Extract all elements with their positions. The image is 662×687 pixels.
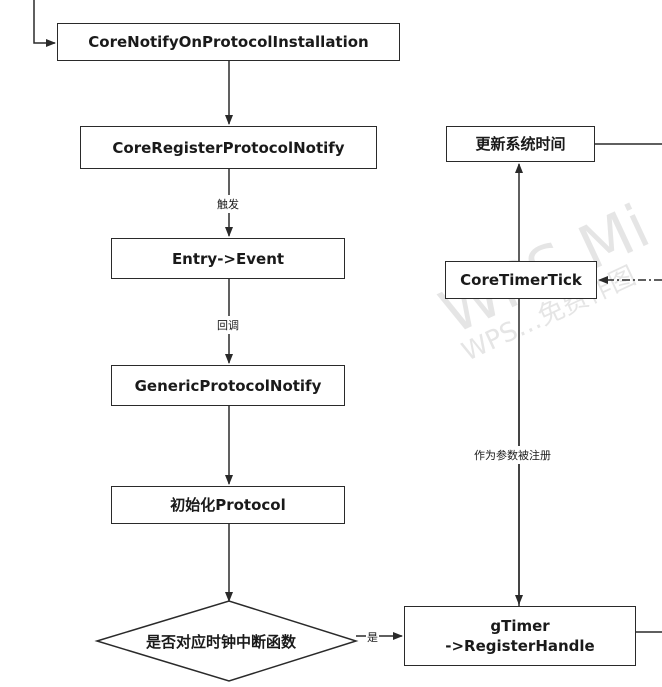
node-generic-protocol-notify-label: GenericProtocolNotify [134, 376, 322, 395]
decision-diamond [94, 600, 359, 682]
node-init-protocol[interactable]: 初始化Protocol [111, 486, 345, 524]
node-gtimer-line1: gTimer [490, 617, 550, 635]
node-decision-label: 是否对应时钟中断函数 [146, 633, 297, 651]
node-core-register-notify-label: CoreRegisterProtocolNotify [112, 138, 345, 157]
edge-label-yes: 是 [366, 628, 379, 646]
node-entry-event-label: Entry->Event [171, 249, 285, 268]
node-core-notify-install[interactable]: CoreNotifyOnProtocolInstallation [57, 23, 400, 61]
node-core-notify-install-label: CoreNotifyOnProtocolInstallation [88, 33, 369, 51]
edge-label-registered-as-param: 作为参数被注册 [473, 446, 552, 464]
node-generic-protocol-notify[interactable]: GenericProtocolNotify [111, 365, 345, 406]
edge-label-trigger: 触发 [216, 195, 240, 213]
edge-label-callback: 回调 [216, 316, 240, 334]
node-update-system-time-label: 更新系统时间 [475, 135, 566, 153]
node-init-protocol-label: 初始化Protocol [170, 496, 286, 514]
node-core-register-notify[interactable]: CoreRegisterProtocolNotify [80, 126, 377, 169]
node-entry-event[interactable]: Entry->Event [111, 238, 345, 279]
edge-incoming-top [33, 0, 56, 47]
node-gtimer-register-handle[interactable]: gTimer ->RegisterHandle [404, 606, 636, 666]
node-core-timer-tick[interactable]: CoreTimerTick [445, 261, 597, 299]
node-core-timer-tick-label: CoreTimerTick [460, 271, 582, 289]
node-gtimer-line2: ->RegisterHandle [445, 637, 595, 655]
node-update-system-time[interactable]: 更新系统时间 [446, 126, 595, 162]
